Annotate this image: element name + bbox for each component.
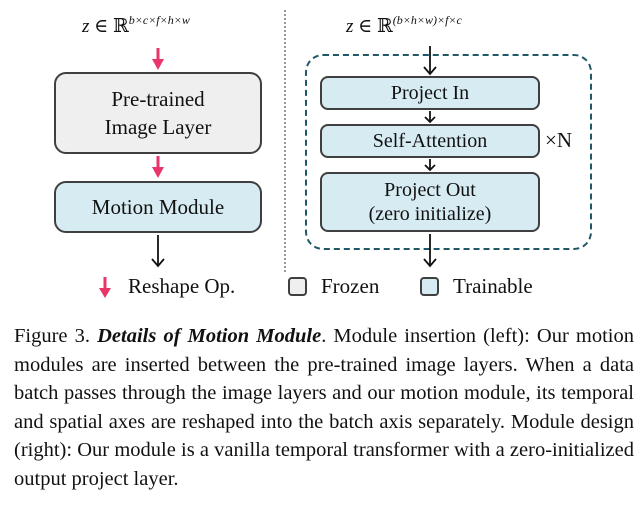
self-attention-box: Self-Attention (320, 124, 540, 158)
right-tensor-shape-equation: z ∈ ℝ(b×h×w)×f×c (346, 13, 462, 38)
legend-trainable-label: Trainable (453, 274, 533, 298)
right-eq-in-symbol: ∈ (358, 16, 373, 37)
project-out-note: (zero initialize) (368, 203, 492, 225)
arrow-attention-to-project-out (424, 159, 436, 172)
legend-reshape-arrow-icon (99, 277, 111, 298)
reshape-arrow-top (152, 48, 164, 70)
legend-frozen-label: Frozen (321, 274, 380, 298)
flow-arrows (99, 46, 437, 298)
project-out-label: Project Out (384, 179, 476, 201)
legend-trainable: Trainable (420, 274, 533, 299)
caption-label: Figure 3. (14, 325, 91, 347)
figure-caption: Figure 3. Details of Motion Module. Modu… (14, 322, 634, 494)
output-arrow-left (151, 235, 165, 268)
left-eq-dims: b×c×f×h×w (128, 13, 190, 27)
project-in-box: Project In (320, 76, 540, 110)
project-out-box: Project Out (zero initialize) (320, 172, 540, 232)
pretrained-image-layer-label: Pre-trained Image Layer (104, 87, 212, 139)
output-arrow-right (423, 234, 437, 268)
motion-module-label: Motion Module (91, 195, 225, 219)
project-in-label: Project In (390, 82, 470, 104)
repeat-n-label: ×N (545, 128, 573, 152)
left-eq-in-symbol: ∈ (94, 16, 109, 37)
right-eq-dims: (b×h×w)×f×c (392, 13, 462, 27)
caption-text: . Module insertion (left): Our motion mo… (14, 325, 634, 490)
left-eq-variable: z (82, 16, 90, 37)
caption-title: Details of Motion Module (97, 325, 322, 347)
legend-reshape: Reshape Op. (128, 274, 235, 299)
reshape-arrow-middle (152, 156, 164, 178)
legend-frozen: Frozen (288, 274, 379, 299)
self-attention-label: Self-Attention (372, 130, 488, 152)
panel-divider (284, 10, 286, 272)
motion-module-box: Motion Module (54, 181, 262, 233)
arrow-project-in-to-attention (424, 111, 436, 124)
legend-reshape-label: Reshape Op. (128, 274, 236, 298)
left-eq-real-set: ℝ (112, 16, 129, 37)
right-eq-real-set: ℝ (376, 16, 393, 37)
left-tensor-shape-equation: z ∈ ℝb×c×f×h×w (82, 13, 190, 38)
pretrained-image-layer-box: Pre-trained Image Layer (54, 72, 262, 154)
trainable-swatch-icon (420, 277, 439, 296)
right-eq-variable: z (346, 16, 354, 37)
motion-module-detail-frame (305, 54, 592, 250)
frozen-swatch-icon (288, 277, 307, 296)
input-arrow-right (423, 46, 437, 76)
